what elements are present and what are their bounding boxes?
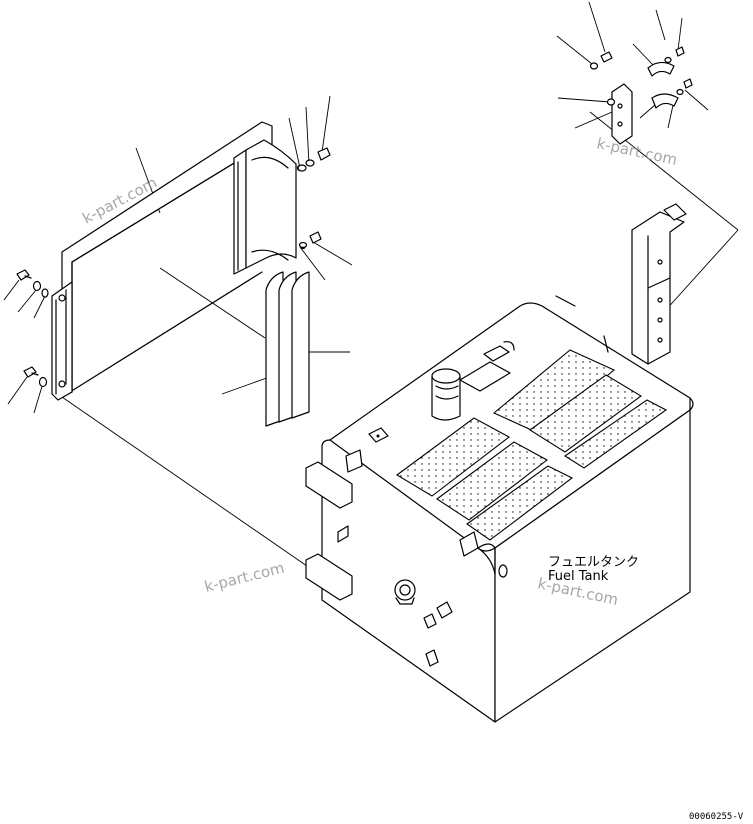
- washer-icon: [298, 241, 308, 249]
- bolt-icon: [683, 78, 693, 89]
- washer-icon: [38, 376, 48, 388]
- part-label-english: Fuel Tank: [548, 569, 609, 584]
- part-label-japanese: フュエルタンク: [548, 555, 639, 570]
- left-bolts: [16, 269, 49, 388]
- fuel-tank: [305, 295, 694, 723]
- filler-cap: [431, 368, 461, 421]
- mount-plate: [245, 139, 307, 269]
- watermark: k-part.com: [595, 134, 679, 169]
- washer-icon: [606, 98, 616, 106]
- bolt-icon: [309, 231, 322, 244]
- washer-icon: [664, 56, 672, 64]
- drawing-code: 00060255-V: [689, 812, 744, 822]
- clamp-assembly: [589, 46, 693, 145]
- plate-bolts: [297, 147, 331, 249]
- washer-icon: [41, 288, 49, 298]
- washer-icon: [676, 88, 684, 96]
- washer-icon: [32, 280, 42, 292]
- tank-straps: [265, 271, 310, 427]
- fuel-gauge: [394, 579, 416, 605]
- side-cover-panel: [51, 121, 273, 401]
- bolt-icon: [317, 147, 331, 161]
- washer-icon: [305, 159, 315, 167]
- bolt-icon: [600, 51, 613, 63]
- side-bracket: [631, 203, 687, 365]
- watermark: k-part.com: [203, 559, 287, 596]
- washer-icon: [297, 164, 307, 172]
- bolt-icon: [16, 269, 32, 281]
- bolt-icon: [23, 366, 39, 378]
- bolt-icon: [675, 46, 685, 57]
- washer-icon: [589, 62, 599, 70]
